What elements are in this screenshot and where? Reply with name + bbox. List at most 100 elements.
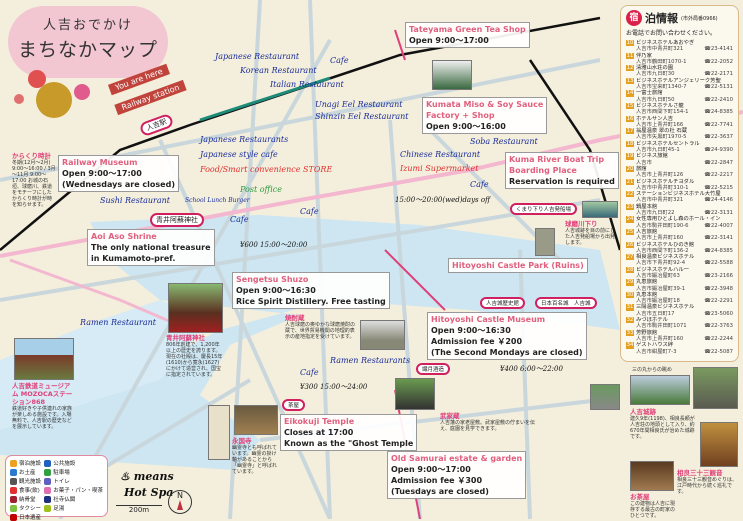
legend-label: 日本遺産 (19, 515, 42, 521)
hand-label: Korean Restaurant (240, 66, 317, 75)
castle-tag[interactable]: 日本百名城 人吉城 (535, 297, 597, 309)
hotel-phone: ☎23-2166 (704, 272, 733, 279)
hand-label: Cafe (300, 207, 319, 216)
hotel-number: 22 (626, 191, 634, 198)
hand-label: Cafe (300, 368, 319, 377)
temple-tag[interactable]: 茶屋 (282, 399, 306, 411)
desc-text: この建物は人吉に現存する最古の町家のひとつです。 (630, 501, 676, 519)
hotel-address: 人吉市西間下町136-2 (636, 247, 689, 254)
legend-label: 社寺仏閣 (53, 497, 76, 503)
decor-dot (28, 70, 46, 88)
legend-item: 食事(飲) (10, 486, 41, 494)
desc-text: 建久9年(1198)、相良長頼が人吉荘の地頭として入り、約670年間相良氏が治め… (630, 416, 695, 440)
box-note: in Kumamoto-pref. (91, 254, 176, 263)
legend-item: 駐車場 (44, 468, 103, 476)
hotel-name: 丸恵本館 (636, 291, 658, 298)
sengetsu-description: 焼酎蔵人吉球磨の奥ゆかな球磨焼酎の蔵で、世界貿易機関の地理的表示の産地指定を受け… (285, 314, 357, 340)
hotel-address: 人吉市宝来町1340-7 (636, 84, 687, 91)
hotel-phone: ☎22-2217 (704, 172, 733, 179)
kannon-description: 相良三十三観音相良三十三観音めぐりは、江戸時代から続く巡礼です。 (677, 469, 739, 495)
hotel-name: ビジネスホテルさ龍 (636, 102, 684, 109)
castle-view-photo (630, 375, 690, 405)
hotel-address: 人吉市下青井町92-4 (636, 260, 686, 267)
legend-item: タクシー (10, 504, 41, 512)
legend-swatch-icon (10, 477, 17, 485)
box-note: (The Second Mondays are closed) (431, 348, 583, 357)
box-subtitle: Factory + Shop (426, 111, 495, 120)
scale-bar: 200m (116, 505, 162, 514)
hand-label: Ramen Restaurant (80, 318, 156, 327)
desc-heading: 青井阿蘇神社 (166, 334, 205, 342)
hotel-phone: ☎24-8385 (704, 247, 733, 254)
box-fee: Admission fee ￥200 (431, 337, 523, 346)
box-title: Old Samurai estate & garden (391, 454, 523, 463)
pointer-arrow (384, 249, 446, 311)
hotel-address: 人吉市矢黒町1970-5 (636, 134, 687, 141)
hotel-name: 清雅山水荘の園 (636, 65, 674, 72)
hotel-address: 人吉市中青井町321 (636, 46, 684, 53)
desc-heading: 相良三十三観音 (677, 469, 723, 477)
desc-text: 鉄道好きや子供連れの家族が楽しめる施設です。入場無料で、人吉駅の歴史などを展示し… (12, 406, 73, 430)
legend-swatch-icon (44, 504, 52, 512)
shrine-tag[interactable]: 青井阿蘇神社 (150, 213, 204, 227)
box-hours: Open 9:00～16:30 (236, 286, 316, 295)
hotel-phone: ☎24-8385 (704, 109, 733, 116)
box-title: Sengetsu Shuzo (236, 275, 309, 284)
castle-park-box[interactable]: Hitoyoshi Castle Park (Ruins) (448, 258, 588, 273)
legend-item: トイレ (44, 477, 103, 485)
hotel-number: 31 (626, 304, 634, 311)
hotel-name: ビジネスホテルセントラル (636, 140, 700, 147)
miso-photo (432, 60, 472, 90)
legend-label: 宿泊施設 (19, 461, 42, 467)
box-note: (Tuesdays are closed) (391, 487, 489, 496)
castle-museum-tag[interactable]: 人吉城歴史館 (480, 297, 526, 309)
hotel-phone: ☎23-4141 (704, 46, 733, 53)
boat-tag[interactable]: くまり下り人吉発船場 (510, 203, 578, 215)
distillery-tag[interactable]: 繊月酒造 (416, 363, 451, 375)
hotel-phone: ☎22-7741 (704, 121, 733, 128)
map-legend: 宿泊施設公共施設お土産駐車場観光施設トイレ食事(飲)お菓子・パン・喫茶納骨堂社寺… (5, 455, 108, 521)
logo-circle-icon (36, 82, 72, 118)
hotel-address: 人吉市中青井町321 (636, 197, 684, 204)
kannon-photo (700, 422, 738, 467)
legend-label: 駐車場 (53, 470, 70, 476)
hand-label: Japanese Restaurant (215, 52, 300, 61)
hotel-address: 人吉市九日町45-1 (636, 147, 680, 154)
hotel-phone: ☎23-5060 (704, 310, 733, 317)
